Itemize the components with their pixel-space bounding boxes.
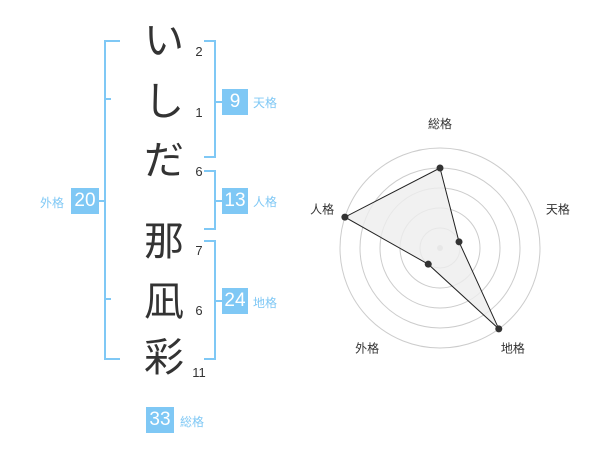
radar-polygon [343, 167, 500, 330]
stroke-count-3: 6 [195, 164, 203, 179]
stroke-count-6: 11 [192, 365, 206, 380]
stroke-count-4: 7 [195, 243, 203, 258]
radar-point-外格 [424, 260, 432, 268]
radar-axis-label-2: 地格 [501, 340, 525, 355]
stroke-count-1: 2 [195, 44, 203, 59]
radar-axis-label-4: 人格 [310, 202, 334, 217]
radar-axis-label-3: 外格 [355, 340, 379, 355]
radar-points [341, 164, 503, 333]
radar-point-総格 [436, 164, 444, 172]
tenkaku-value-badge: 9 [222, 89, 248, 115]
name-char-1: い [144, 18, 184, 64]
soukaku-label: 総格 [180, 415, 205, 429]
tenkaku-label: 天格 [253, 96, 278, 110]
gaikaku-label: 外格 [40, 196, 65, 210]
name-char-5: 凪 [144, 279, 184, 325]
jinkaku-label: 人格 [253, 195, 278, 209]
radar-axis-label-1: 天格 [546, 202, 570, 217]
name-char-3: だ [144, 138, 184, 184]
chikaku-value-badge: 24 [222, 288, 248, 314]
stroke-count-2: 1 [195, 105, 203, 120]
name-char-2: し [144, 79, 184, 125]
chikaku-label: 地格 [253, 296, 278, 310]
jinkaku-value-badge: 13 [222, 188, 248, 214]
radar-axis-label-0: 総格 [428, 116, 452, 131]
name-char-6: 彩 [144, 335, 184, 381]
radar-point-人格 [341, 213, 349, 221]
radar-point-地格 [495, 325, 503, 333]
radar-ring-5 [339, 147, 541, 349]
radar-point-天格 [455, 238, 463, 246]
stroke-count-5: 6 [195, 303, 203, 318]
soukaku-value-badge: 33 [146, 407, 174, 433]
radar-polygon-group [343, 167, 500, 330]
gaikaku-value-badge: 20 [71, 188, 99, 214]
name-char-4: 那 [144, 219, 184, 265]
